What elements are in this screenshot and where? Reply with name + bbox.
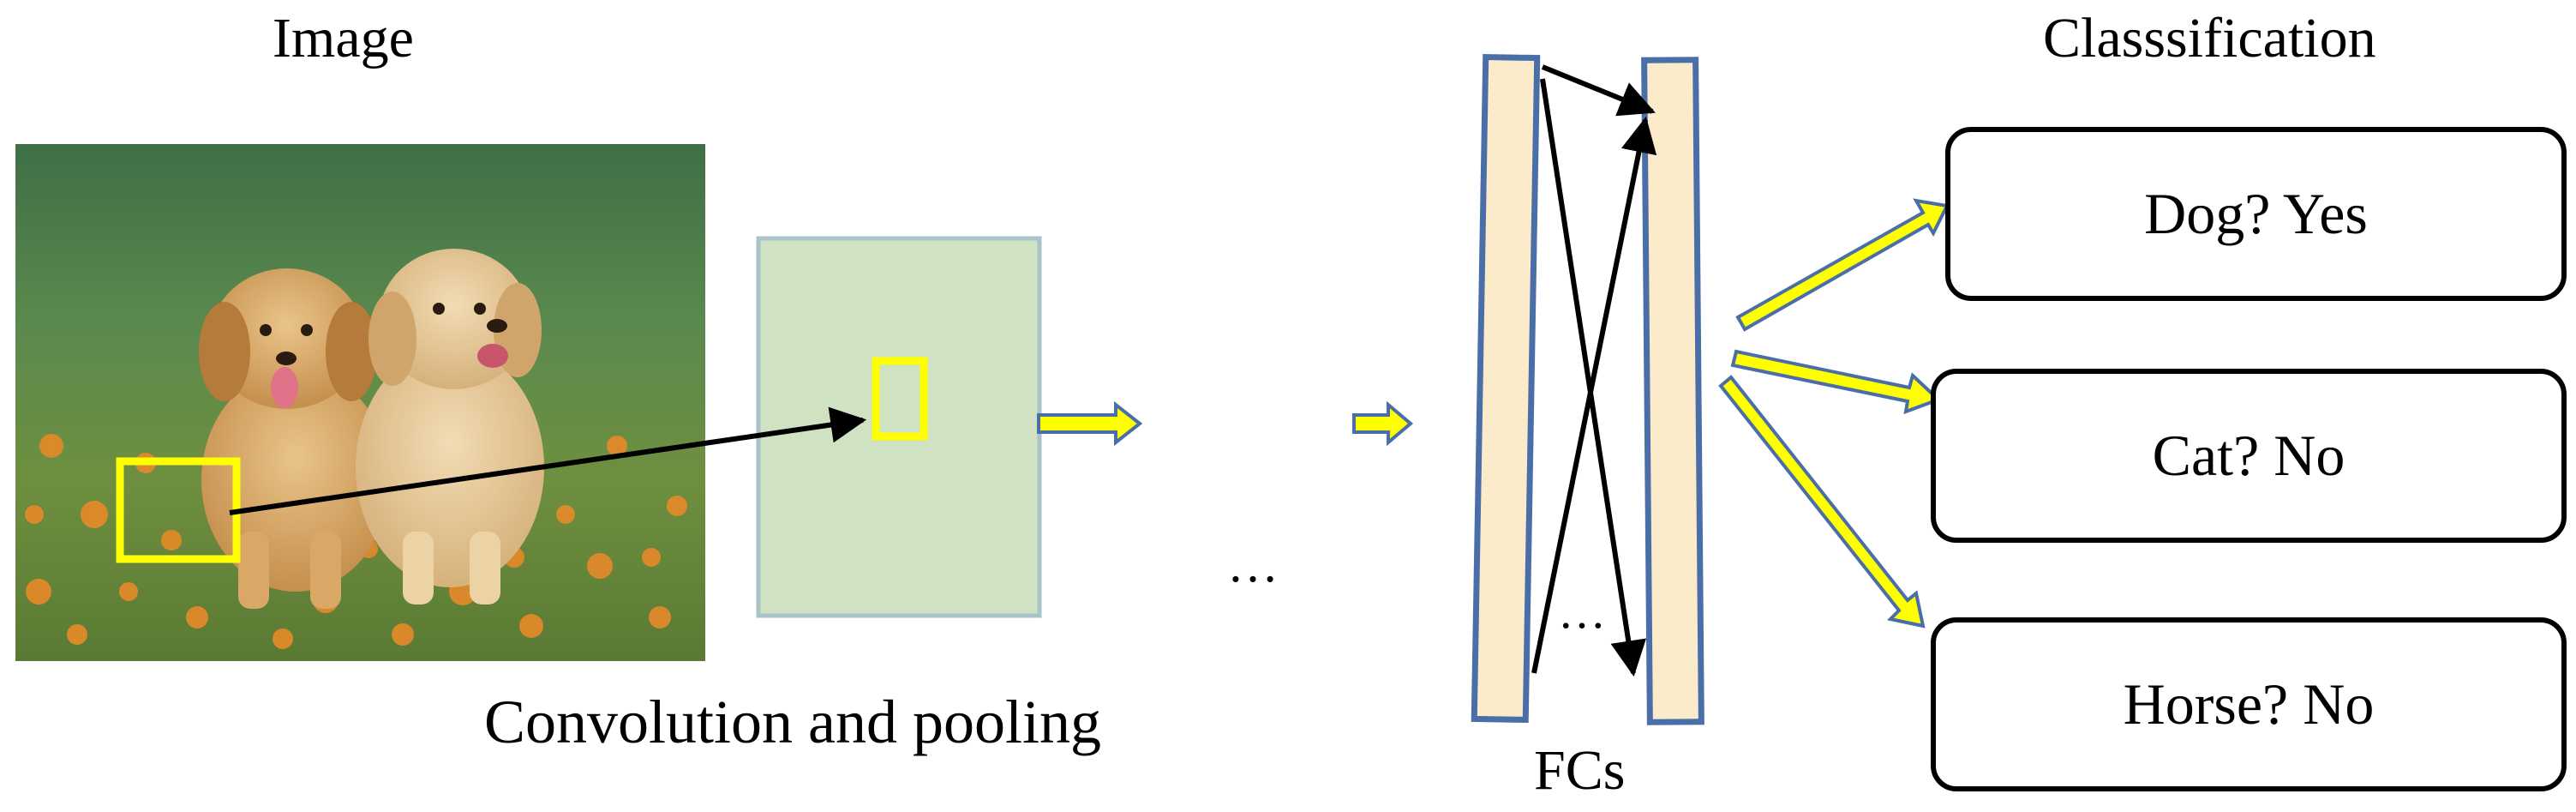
- fc-layer-1: [1471, 53, 1541, 724]
- fc-connection-up: [1531, 116, 1657, 674]
- convolution-label: Convolution and pooling: [484, 688, 1101, 756]
- output-box-cat: Cat? No: [1931, 369, 2567, 543]
- fc-layer-2: [1641, 57, 1704, 725]
- output-arrow-horse: [1718, 375, 1926, 629]
- image-title: Image: [273, 7, 414, 69]
- classification-title: Classsification: [2043, 7, 2376, 69]
- output-box-horse: Horse? No: [1931, 617, 2567, 791]
- arrow-to-next-layer: [1037, 400, 1143, 447]
- fc-connection-down: [1540, 78, 1647, 677]
- output-arrow-cat: [1730, 349, 1942, 415]
- arrow-to-fc: [1352, 400, 1414, 447]
- dog-right: [356, 249, 544, 604]
- output-arrow-dog: [1735, 198, 1950, 332]
- convolution-arrow: [229, 406, 867, 515]
- dog-left: [199, 268, 390, 609]
- fc-connection-top: [1541, 64, 1656, 117]
- layers-ellipsis: …: [1227, 536, 1282, 592]
- fc-label: FCs: [1534, 739, 1626, 802]
- input-photo: [15, 144, 705, 661]
- output-box-dog: Dog? Yes: [1945, 127, 2567, 301]
- fc-ellipsis: …: [1558, 586, 1609, 639]
- feature-map-cell: [872, 357, 928, 441]
